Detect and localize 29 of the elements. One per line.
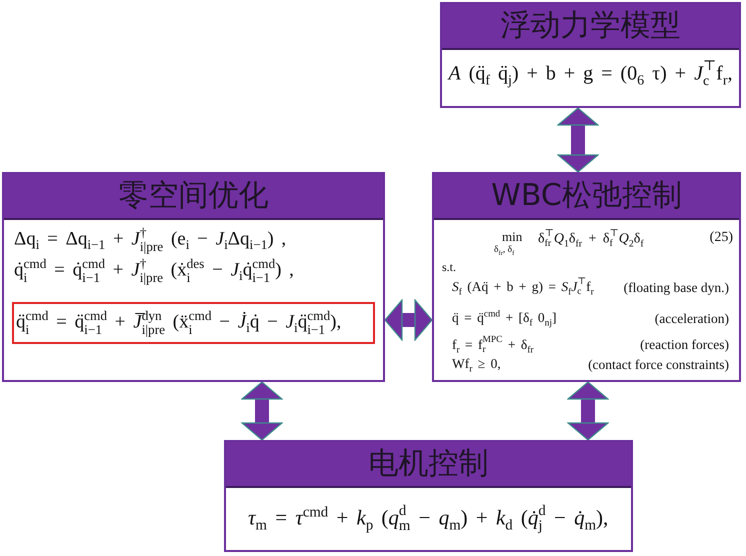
title-band: 电机控制	[226, 442, 631, 488]
min-subscript: δ$_{fr}$, δ$_{f}$	[494, 245, 514, 256]
equation-note: (floating base dyn.)	[624, 280, 729, 296]
double-arrow	[241, 381, 283, 441]
equation: S$_{f}$ (Aq̈ + b + g) = S$_{f}$J$_{c}$$^{⊤}$f$_{r}$	[452, 278, 594, 298]
double-arrow	[384, 299, 433, 341]
equation: δ$_{fr}$$^{⊤}$Q$_{1}$δ$_{fr}$ + δ$_{f}$$^{⊤}$Q$_{2}$δ$_{f}$	[538, 229, 644, 250]
equation-note: (acceleration)	[654, 311, 729, 328]
process-box	[224, 440, 633, 552]
equation: f$_{r}$ = f$_{r}$$^{MPC}$ + δ$_{fr}$	[452, 336, 534, 356]
process-box	[440, 2, 741, 108]
title-band: WBC松弛控制	[434, 174, 739, 220]
equation: τ$_{m}$ = τ$^{cmd}$ + k$_{p}$ (q$_{m}$$^{d}$ − q$_{m}$) + k$_{d}$ (q̇$_{j}$$^{d}$ − q̇$_{m}$),	[248, 504, 608, 535]
equation: q̈$_{i}$$^{cmd}$ = q̈$_{i−1}$$^{cmd}$ + J̅$_{i|pre}$$^{dyn}$ (ẍ$_{i}$$^{cmd}$ − J̇$_{i}$q̇ − J$_{i}$q̈$_{i−1}$$^{cmd}$),	[16, 309, 342, 337]
highlight-frame	[12, 302, 375, 344]
title-band: 浮动力学模型	[442, 4, 739, 50]
double-arrow	[567, 381, 609, 441]
equation: A (q̈$_{f}$ q̈$_{j}$) + b + g = (0$_{6}$ τ) + J$_{c}$$^{⊤}$f$_{r}$,	[448, 60, 732, 90]
title-band: 零空间优化	[4, 174, 383, 220]
min-operator: min	[502, 229, 522, 245]
equation-note: (contact force constraints)	[588, 357, 729, 374]
equation-note: (reaction forces)	[640, 337, 729, 354]
equation-number: (25)	[710, 230, 733, 247]
process-box	[2, 172, 385, 382]
equation: q̈ = q̈$^{cmd}$ + [δ$_{f}$ 0$_{nj}$]	[452, 310, 556, 326]
process-box	[432, 172, 741, 382]
equation: Wf$_{r}$ ≥ 0,	[452, 356, 501, 372]
double-arrow	[557, 107, 599, 173]
subject-to-label: s.t.	[442, 260, 456, 274]
